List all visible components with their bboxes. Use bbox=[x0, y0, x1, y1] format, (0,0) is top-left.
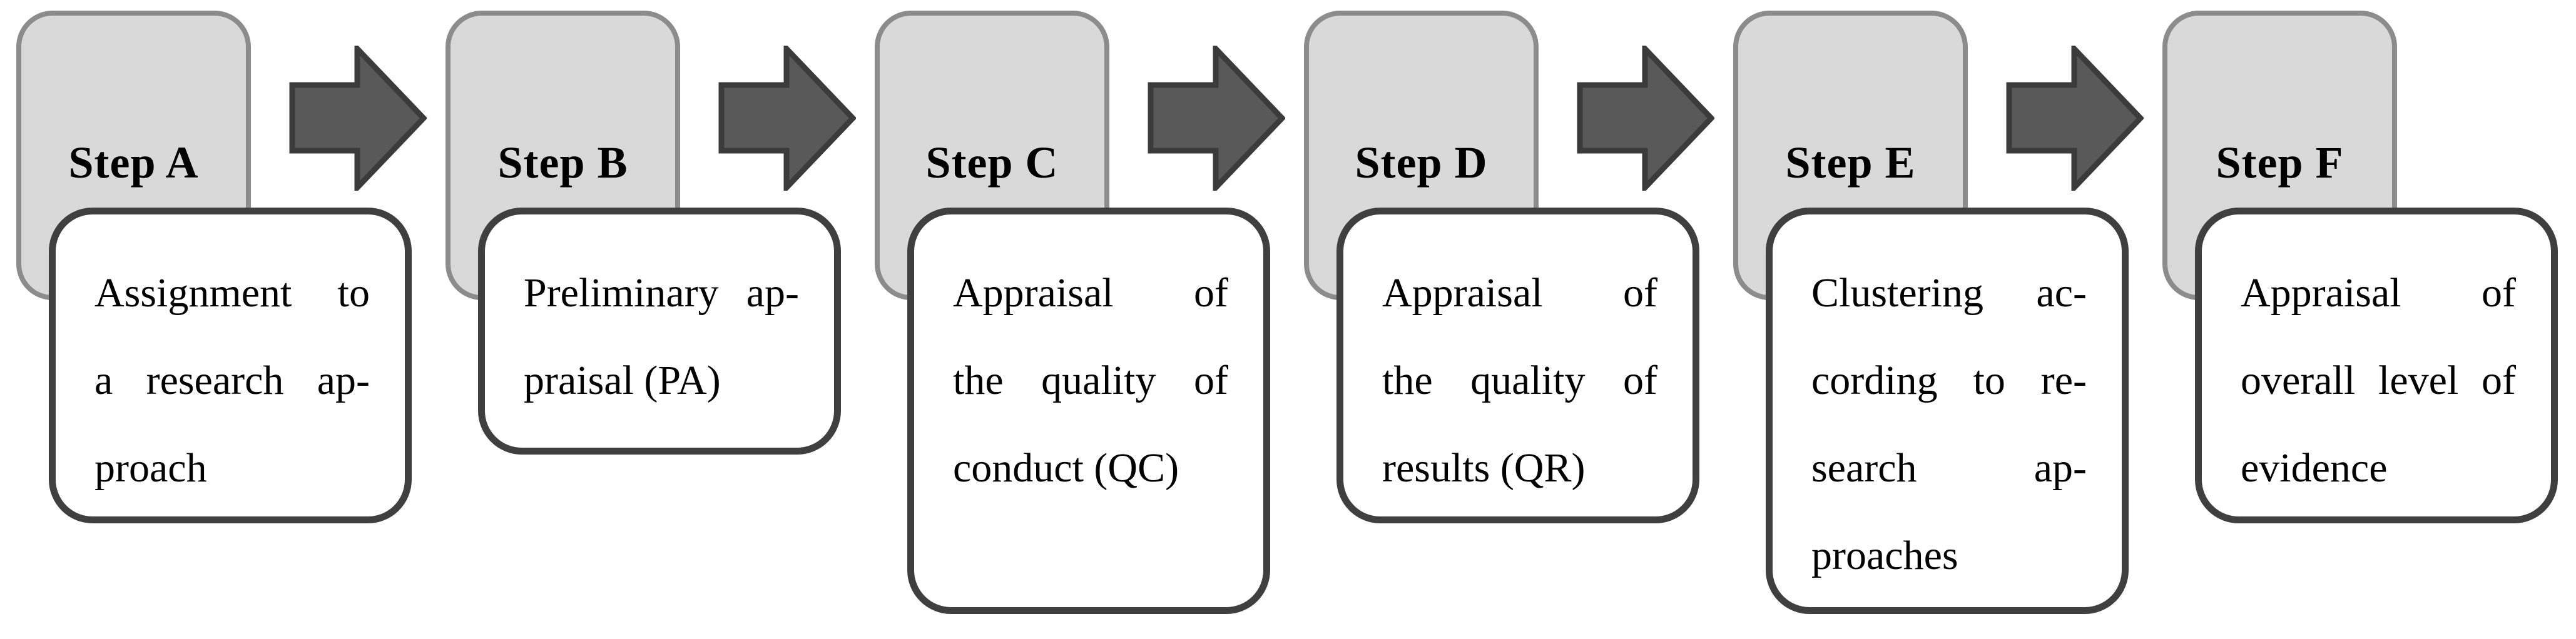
step-d-label: Step D bbox=[1355, 138, 1488, 188]
description-line: Appraisal of bbox=[953, 270, 1228, 316]
right-arrow-icon bbox=[1577, 46, 1714, 191]
description-line: the quality of bbox=[1382, 358, 1657, 403]
description-line: praisal (PA) bbox=[524, 358, 721, 403]
description-line: proaches bbox=[1811, 533, 1958, 578]
step-a-description-card: Assignment to a research ap- proach bbox=[49, 208, 412, 523]
description-line: Appraisal of bbox=[2241, 270, 2516, 316]
step-e-description-card: Clustering ac- cording to re- search ap-… bbox=[1766, 208, 2129, 614]
description-line: evidence bbox=[2241, 445, 2388, 491]
step-b-description-card: Preliminary ap- praisal (PA) bbox=[478, 208, 841, 455]
description-line: Appraisal of bbox=[1382, 270, 1657, 316]
step-b-label: Step B bbox=[497, 138, 628, 188]
step-group-b: Step B Preliminary ap- praisal (PA) bbox=[445, 0, 846, 639]
step-group-a: Step A Assignment to a research ap- proa… bbox=[16, 0, 417, 639]
right-arrow-icon bbox=[289, 46, 427, 191]
step-e-label: Step E bbox=[1785, 138, 1916, 188]
description-line: Preliminary ap- bbox=[524, 270, 799, 316]
description-line: Clustering ac- bbox=[1811, 270, 2087, 316]
right-arrow-icon bbox=[2006, 46, 2144, 191]
description-line: overall level of bbox=[2241, 358, 2516, 403]
description-line: proach bbox=[94, 445, 207, 491]
description-line: search ap- bbox=[1811, 445, 2087, 491]
description-line: the quality of bbox=[953, 358, 1228, 403]
description-line: results (QR) bbox=[1382, 445, 1586, 491]
step-group-e: Step E Clustering ac- cording to re- sea… bbox=[1733, 0, 2134, 639]
step-c-description-card: Appraisal of the quality of conduct (QC) bbox=[907, 208, 1270, 614]
description-line: conduct (QC) bbox=[953, 445, 1179, 491]
step-group-f: Step F Appraisal of overall level of evi… bbox=[2162, 0, 2563, 639]
step-f-label: Step F bbox=[2216, 138, 2344, 188]
step-d-description-card: Appraisal of the quality of results (QR) bbox=[1336, 208, 1699, 523]
step-a-label: Step A bbox=[68, 138, 199, 188]
description-line: cording to re- bbox=[1811, 358, 2087, 403]
description-line: Assignment to bbox=[94, 270, 370, 316]
step-group-c: Step C Appraisal of the quality of condu… bbox=[875, 0, 1275, 639]
step-f-description-card: Appraisal of overall level of evidence bbox=[2195, 208, 2558, 523]
description-line: a research ap- bbox=[94, 358, 370, 403]
right-arrow-icon bbox=[1148, 46, 1285, 191]
right-arrow-icon bbox=[718, 46, 856, 191]
step-group-d: Step D Appraisal of the quality of resul… bbox=[1304, 0, 1704, 639]
step-c-label: Step C bbox=[925, 138, 1059, 188]
